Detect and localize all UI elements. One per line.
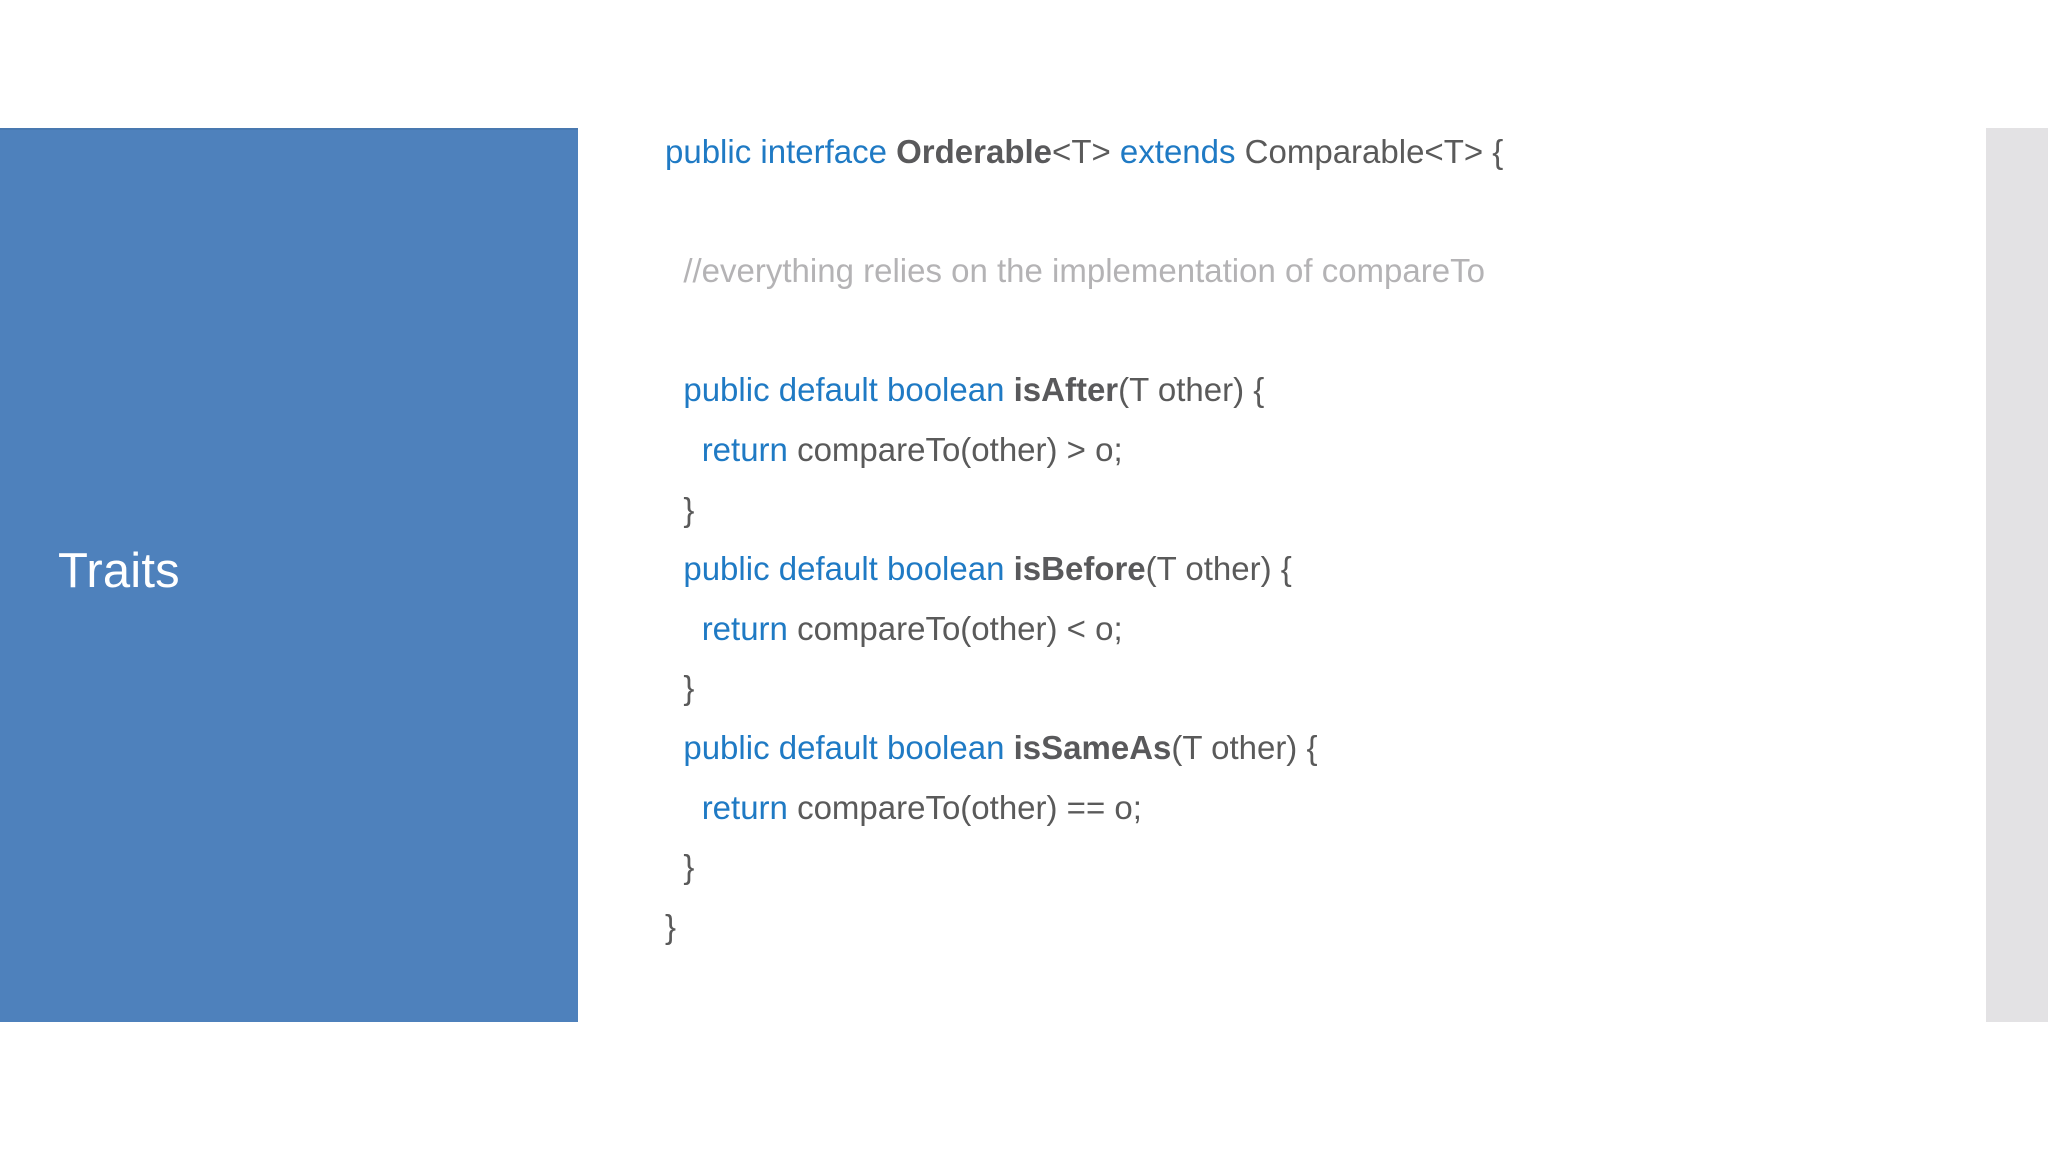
code-line: } [665,480,1955,540]
code-token-pl: } [665,907,677,945]
code-token-pl: } [683,669,695,707]
code-line: } [665,658,1955,718]
code-token-kw: public default boolean [683,728,1014,766]
code-token-pl: } [683,490,695,528]
code-token-kw: extends [1119,133,1245,170]
code-line: public interface Orderable<T> extends Co… [665,122,1955,182]
code-indent [665,848,683,885]
code-line [665,301,1955,361]
code-token-kw: return [701,609,798,647]
code-indent [665,610,702,647]
slide-title: Traits [58,544,180,599]
code-token-pl: (T other) { [1171,728,1318,766]
code-token-pl: compareTo(other) == o; [797,788,1142,826]
code-token-pl: <T> [1052,133,1120,170]
code-line: return compareTo(other) < o; [665,599,1955,659]
code-line: public default boolean isAfter(T other) … [665,360,1955,420]
code-indent [665,669,683,706]
code-token-pl: compareTo(other) < o; [797,609,1123,647]
code-indent [665,491,683,528]
code-line [665,182,1955,242]
code-line: //everything relies on the implementatio… [665,241,1955,301]
code-line: } [665,837,1955,897]
code-token-kw: public default boolean [683,550,1014,588]
code-token-cmt: //everything relies on the implementatio… [683,252,1485,290]
code-token-id: isBefore [1013,550,1146,588]
code-token-kw: public interface [665,133,897,170]
code-token-pl: } [683,848,695,886]
code-token-pl: compareTo(other) > o; [797,430,1123,468]
code-token-pl: (T other) { [1118,371,1265,409]
code-indent [665,431,702,468]
code-listing: public interface Orderable<T> extends Co… [665,122,1955,956]
code-line: public default boolean isBefore(T other)… [665,539,1955,599]
title-panel: Traits [0,128,578,1022]
code-indent [665,252,683,289]
code-token-id: Orderable [896,133,1053,170]
code-indent [665,550,683,587]
code-token-pl: Comparable<T> { [1244,133,1504,170]
right-accent-band [1986,128,2048,1022]
code-indent [665,789,702,826]
code-line: } [665,897,1955,957]
code-token-id: isSameAs [1013,728,1172,766]
code-token-id: isAfter [1013,371,1119,409]
code-line: public default boolean isSameAs(T other)… [665,718,1955,778]
code-token-kw: return [701,430,798,468]
code-token-pl: (T other) { [1145,550,1292,588]
code-line: return compareTo(other) > o; [665,420,1955,480]
code-token-kw: public default boolean [683,371,1014,409]
code-indent [665,371,683,408]
code-line: return compareTo(other) == o; [665,778,1955,838]
code-token-kw: return [701,788,798,826]
code-indent [665,729,683,766]
